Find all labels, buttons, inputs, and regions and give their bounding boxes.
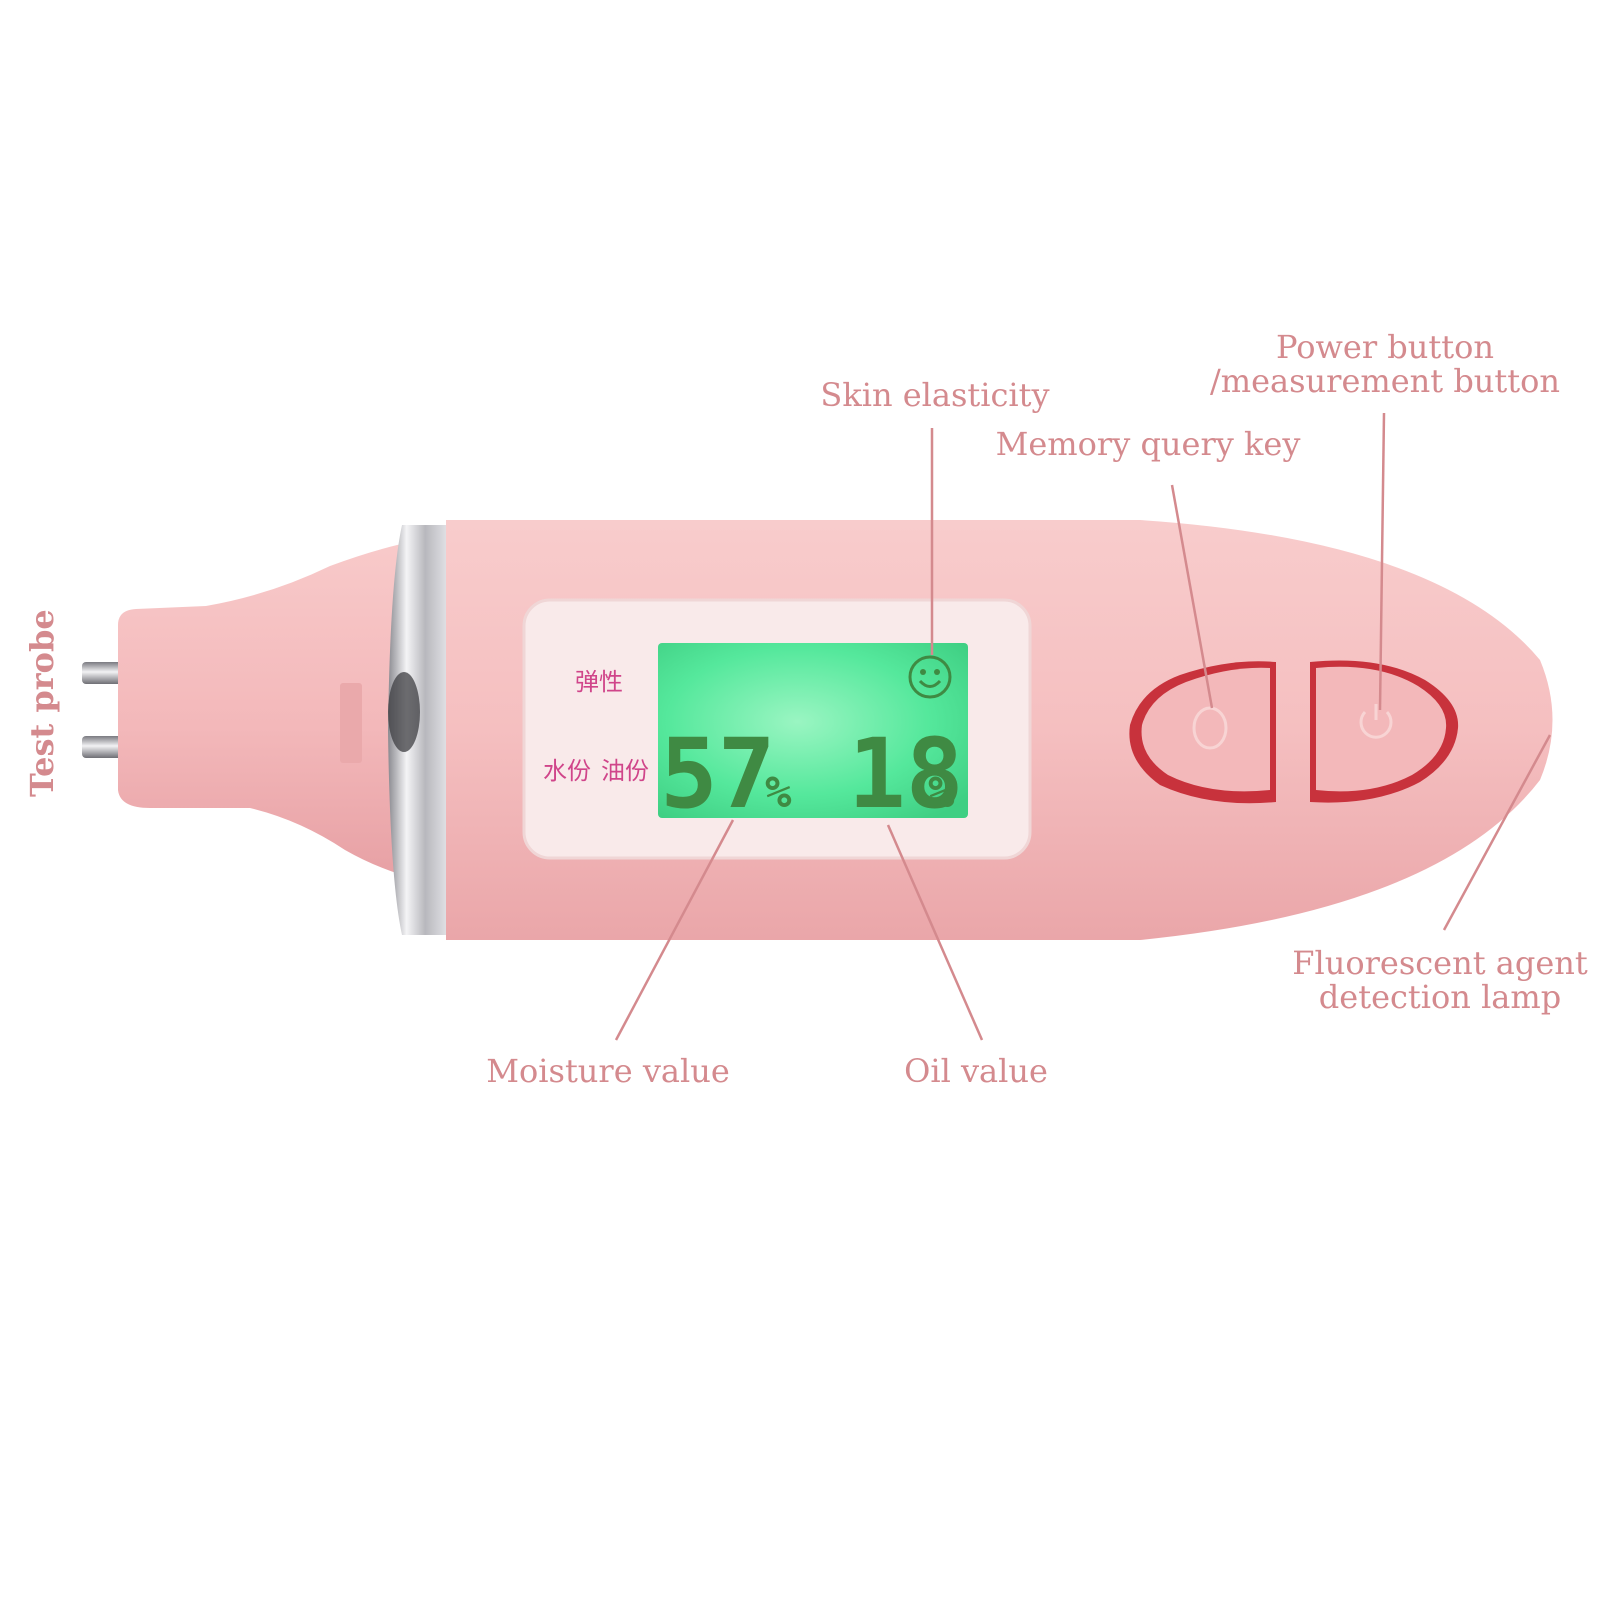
moisture-percent: % (765, 767, 792, 818)
oil-value-leader (886, 824, 984, 1041)
moisture-label: 水份 (543, 757, 591, 785)
oil-reading: 18 (848, 718, 964, 830)
moisture-value-leader (614, 819, 735, 1041)
leader-lines (614, 412, 1552, 1041)
elasticity-label: 弹性 (575, 668, 623, 696)
fluorescent-lamp-label-line1: Fluorescent agent (1292, 944, 1588, 982)
test-probe-pins (82, 662, 122, 758)
lcd-screen (658, 643, 968, 818)
oil-percent: % (928, 767, 955, 818)
test-probe-label: Test probe (23, 609, 61, 797)
circle-outline-icon (1192, 706, 1228, 750)
probe-slot (340, 683, 362, 763)
fluorescent-lamp-label-line2: detection lamp (1318, 978, 1562, 1016)
oil-value-label: Oil value (904, 1052, 1048, 1090)
memory-query-leader (1170, 484, 1214, 709)
skin-elasticity-label: Skin elasticity (820, 376, 1050, 414)
chrome-ring (388, 525, 450, 935)
power-button-label-line2: /measurement button (1209, 362, 1561, 400)
probe-neck (118, 540, 420, 880)
power-measurement-button[interactable] (1310, 660, 1459, 803)
memory-query-button[interactable] (1129, 661, 1276, 804)
oil-label: 油份 (601, 757, 649, 785)
power-icon (1359, 704, 1393, 739)
fluorescent-lamp-leader (1442, 734, 1552, 931)
power-button-label-line1: Power button (1276, 328, 1494, 366)
power-button-leader (1378, 412, 1386, 711)
smiley-icon (908, 655, 952, 699)
memory-query-key-label: Memory query key (995, 425, 1301, 463)
moisture-value-label: Moisture value (486, 1052, 730, 1090)
moisture-reading: 57 (660, 718, 776, 830)
